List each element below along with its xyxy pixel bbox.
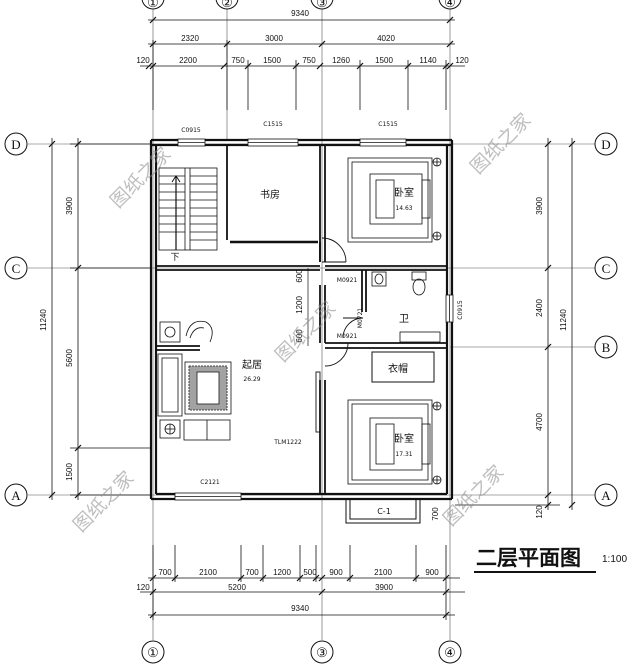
door-m0921: M0921 [337,277,358,284]
balcony-c1: C-1 [377,507,391,516]
inner-dim-3: 600 [295,329,304,343]
bottom-dim-5: 500 [303,568,317,577]
bottom-dim-3: 700 [245,568,259,577]
top-dim-3: 4020 [377,34,395,43]
axis-label-c-left: C [12,261,21,276]
axis-label-c-right: C [602,261,611,276]
rug-pattern [189,366,227,410]
room-label-study: 书房 [260,188,280,201]
drawing-title: 二层平面图 [476,546,581,570]
inner-dim-2: 1200 [295,296,304,314]
bottom-dim-1: 700 [158,568,172,577]
bottom-dim-r2-0: 120 [136,583,150,592]
top-dim-r2-1: 2200 [179,56,197,65]
watermark-5: 图纸之家 [439,461,508,530]
room-label-bath: 卫 [399,314,409,325]
right-dimensions [455,138,576,510]
axis-label-4-bottom: ④ [444,645,456,660]
bottom-dim-6: 900 [329,568,343,577]
balcony-dim: 700 [431,507,440,521]
bottom-dim-r2-1: 5200 [228,583,246,592]
area-bedroom-top: 14.63 [395,205,412,212]
windows [174,138,454,501]
bottom-dimensions [140,545,465,620]
window-c1515-a: C1515 [263,121,283,128]
window-c0915-right: C0915 [457,300,464,320]
top-dim-r2-8: 120 [455,56,469,65]
door-tlm1222: TLM1222 [273,439,302,446]
axis-label-a-right: A [601,488,611,503]
right-dim-1: 3900 [535,197,544,215]
top-dim-r2-5: 1260 [332,56,350,65]
balcony [345,498,421,524]
top-dim-r2-0: 120 [136,56,150,65]
axis-bubbles [4,132,618,664]
top-dim-2: 3000 [265,34,283,43]
top-dim-r2-7: 1140 [419,56,437,65]
stair-down-label: 下 [170,253,179,263]
axis-label-3-top: ③ [316,0,328,10]
watermark-4: 图纸之家 [69,467,138,536]
bottom-dim-4: 1200 [273,568,291,577]
area-living: 26.29 [243,376,260,383]
window-c2121: C2121 [200,479,220,486]
top-dimensions [140,16,465,110]
top-bed [347,157,442,243]
axis-label-2-top: ② [221,0,233,10]
right-total-dim: 11240 [559,309,568,331]
right-dim-4: 120 [535,505,544,519]
bottom-dim-r2-2: 3900 [375,583,393,592]
bottom-bed [347,399,442,485]
top-dim-1: 2320 [181,34,199,43]
bottom-total-dim: 9340 [291,604,309,613]
left-dim-2: 5600 [65,349,74,367]
room-label-living: 起居 [242,359,262,371]
room-label-bedroom-bottom: 卧室 [394,432,414,445]
bottom-dim-2: 2100 [199,568,217,577]
axis-label-b-right: B [602,340,611,355]
door-m0721: M0721 [357,308,364,329]
inner-dim-1: 600 [295,269,304,283]
watermark-1: 图纸之家 [106,143,175,212]
axis-label-d-right: D [601,137,610,152]
axis-label-a-left: A [11,488,21,503]
bath-fixtures [371,271,441,343]
top-dim-r2-6: 1500 [375,56,393,65]
watermark-2: 图纸之家 [271,297,340,366]
top-dim-r2-4: 750 [302,56,316,65]
interior-walls [156,145,447,494]
door-m0921-b: M0921 [337,333,358,340]
axis-label-4-top: ④ [444,0,456,10]
bottom-dim-7: 2100 [374,568,392,577]
bottom-dim-8: 900 [425,568,439,577]
room-label-closet: 衣帽 [388,362,408,375]
top-total-dim: 9340 [291,9,309,18]
top-dim-r2-3: 1500 [263,56,281,65]
right-dim-3: 4700 [535,413,544,431]
left-dimensions [48,138,150,500]
doors [315,237,364,433]
window-c0915-top: C0915 [181,127,201,134]
room-label-bedroom-top: 卧室 [394,186,414,199]
axis-label-1-bottom: ① [147,645,159,660]
area-bedroom-bottom: 17.31 [395,451,412,458]
closet [371,351,435,383]
axis-label-d-left: D [11,137,20,152]
window-c1515-b: C1515 [378,121,398,128]
left-dim-1: 3900 [65,197,74,215]
axis-label-1-top: ① [147,0,159,10]
left-total-dim: 11240 [39,309,48,331]
axis-label-3-bottom: ③ [316,645,328,660]
right-dim-2: 2400 [535,299,544,317]
stairs [158,167,218,251]
top-dim-r2-2: 750 [231,56,245,65]
left-dim-3: 1500 [65,463,74,481]
drawing-scale: 1:100 [602,554,627,565]
top-axis-bubbles [141,0,462,10]
sofa-set [157,320,232,441]
